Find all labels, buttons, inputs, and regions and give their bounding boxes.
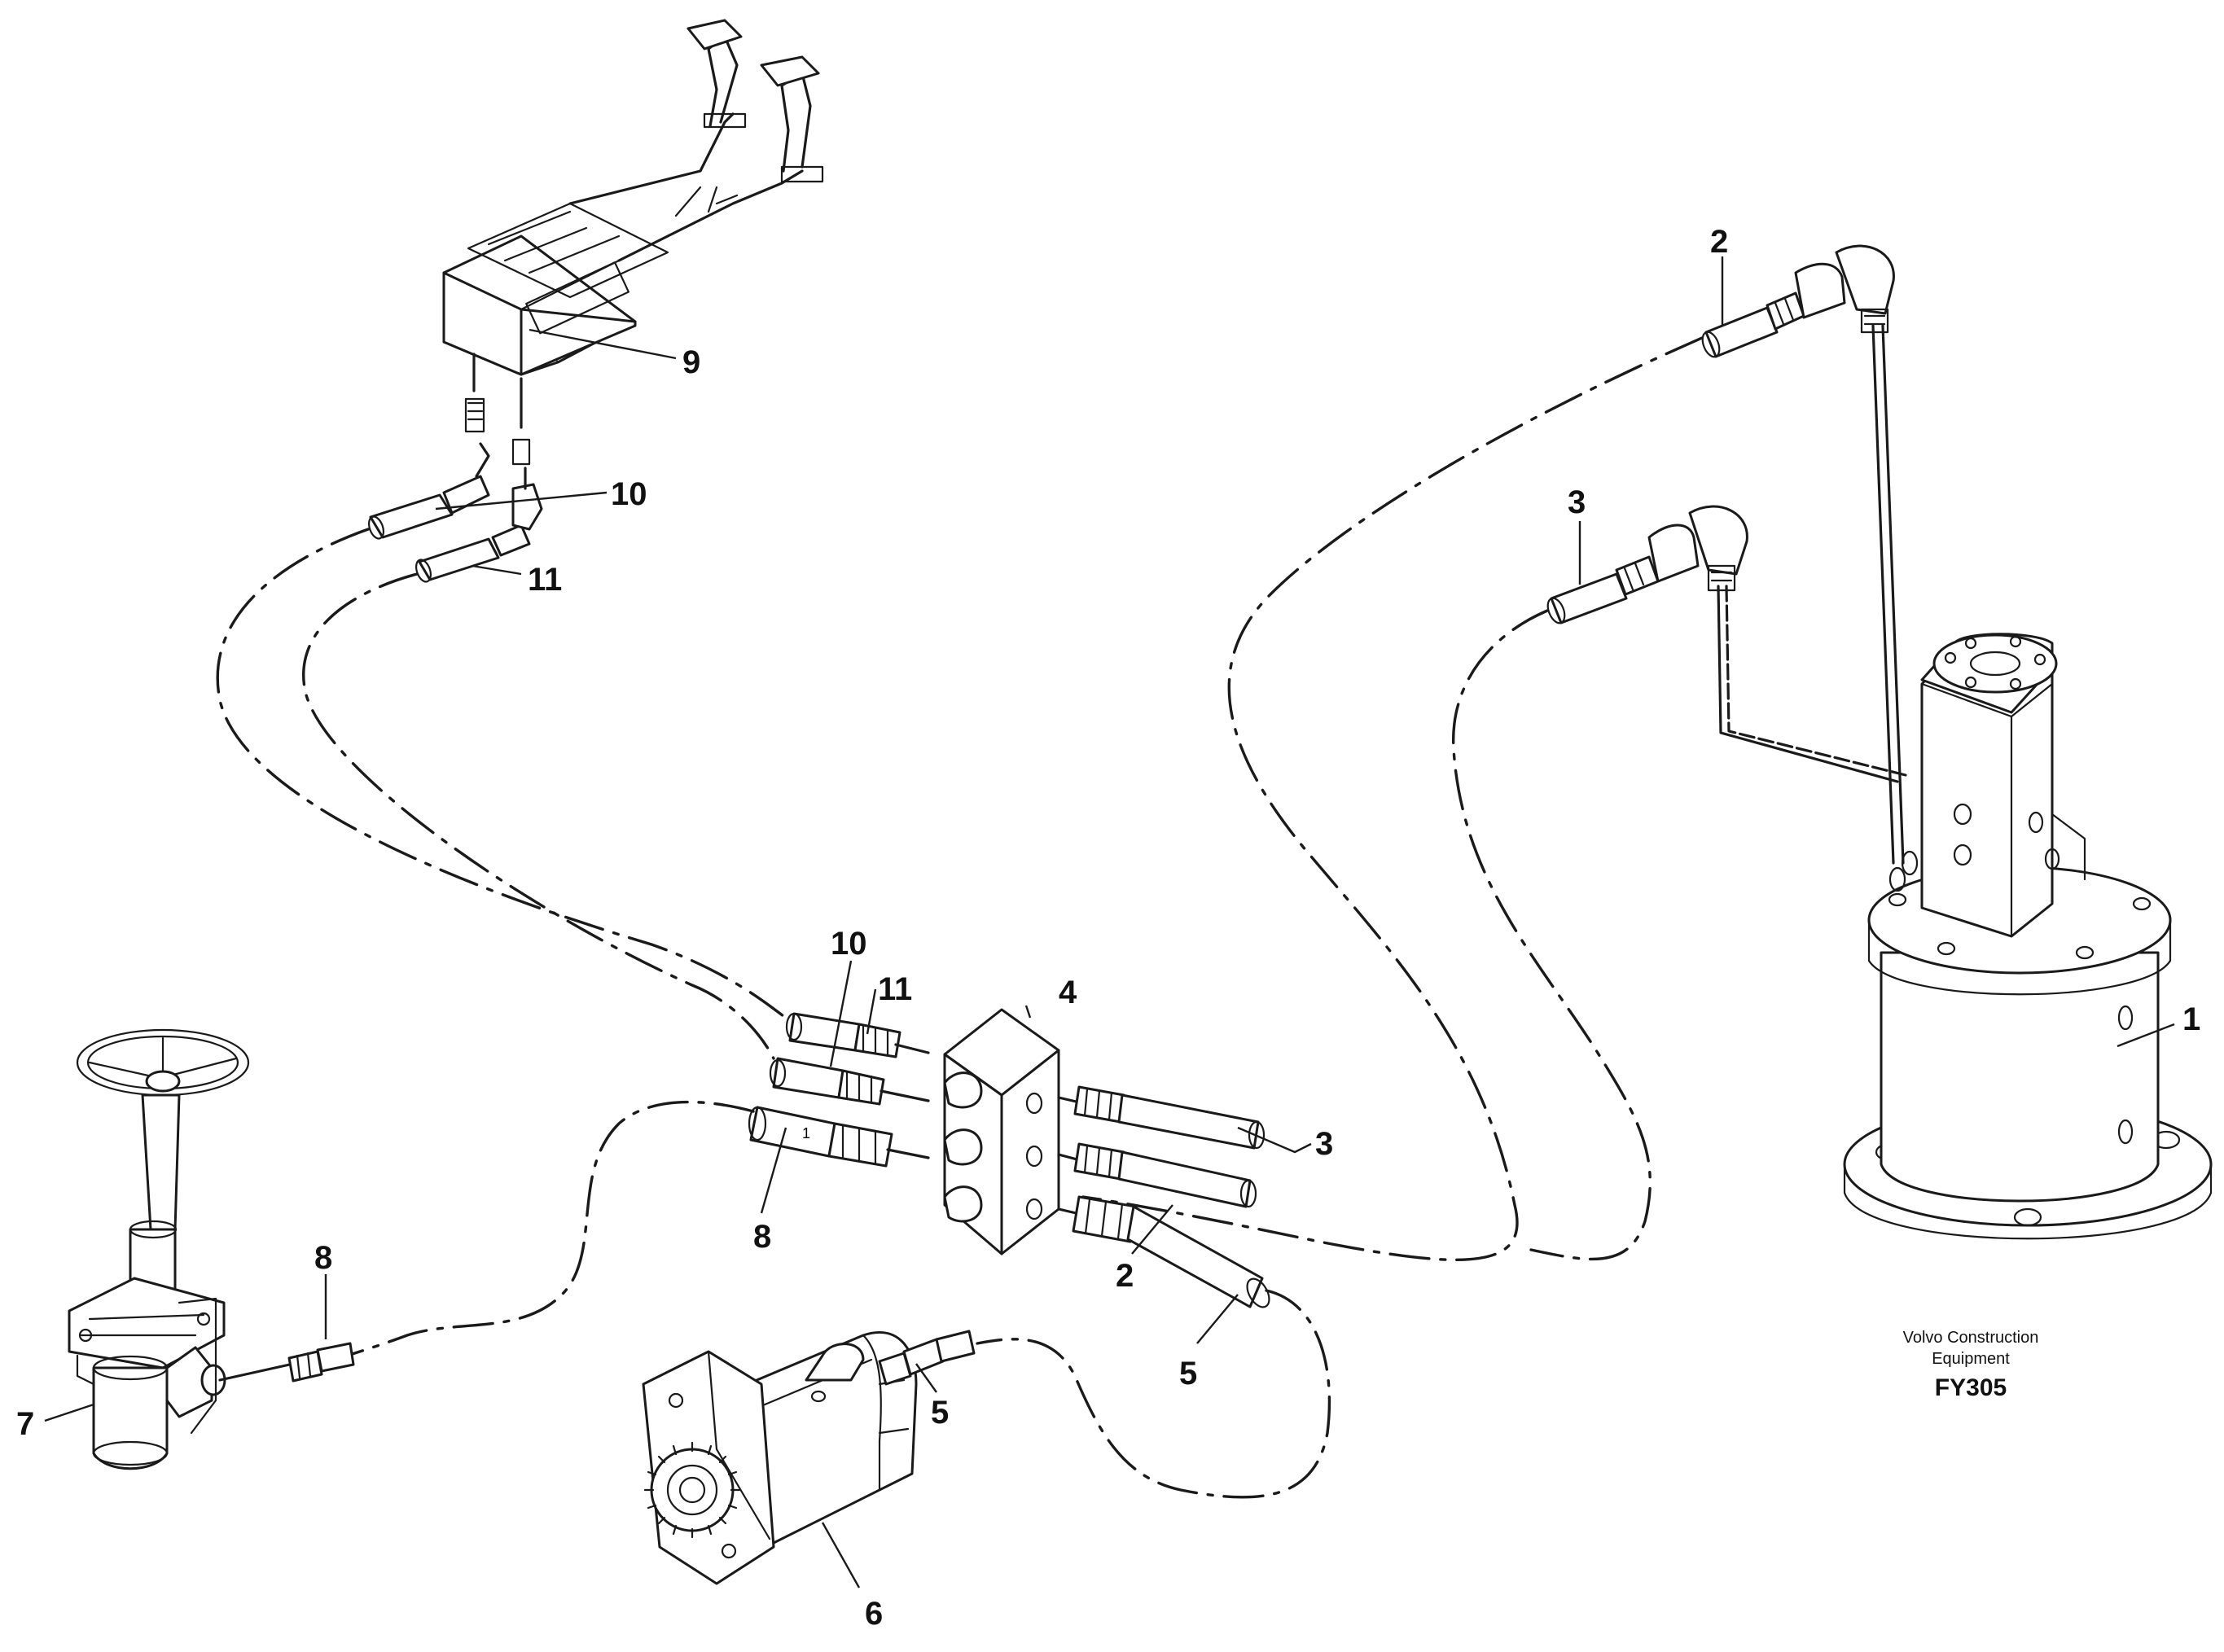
callout-10-top: 10 [611,476,647,512]
callout-6: 6 [865,1596,883,1632]
caption-maker-line-1: Volvo Construction [1902,1329,2039,1347]
callout-10-block: 10 [831,926,867,962]
drawing-caption: Volvo Construction Equipment FY305 [1865,1327,2077,1404]
control-block [943,1008,1060,1255]
steering-hose-end [287,1342,355,1383]
callout-8-column: 8 [314,1240,332,1276]
steering-column [68,1028,295,1470]
swivel-pipes [1717,324,1907,865]
pedal-valve-assembly [442,19,824,466]
hydraulic-hoses [216,336,1704,1499]
pedal-valve-hose-ends [367,442,543,583]
top-fitting-3 [1546,505,1748,624]
callout-8-block: 8 [753,1219,771,1255]
callout-2-block: 2 [1116,1258,1134,1294]
callout-labels: 1 2 3 9 10 11 10 11 4 8 3 2 5 5 6 7 8 [16,224,2200,1632]
callout-7: 7 [16,1406,34,1442]
swing-motor [642,1330,976,1585]
caption-maker-line-2: Equipment [1932,1350,2010,1368]
caption-drawing-code: FY305 [1934,1374,2007,1401]
block-left-connectors: 1 [748,1012,930,1168]
top-fitting-2 [1701,244,1895,358]
callout-11-top: 11 [528,562,562,598]
callout-3-block: 3 [1315,1126,1333,1162]
callout-leaders [44,256,2175,1588]
callout-5-block: 5 [1179,1356,1197,1391]
swivel-joint [1843,633,2213,1240]
callout-2-top: 2 [1710,224,1728,260]
callout-4: 4 [1059,975,1077,1010]
callout-1: 1 [2182,1001,2200,1037]
callout-5-motor: 5 [931,1395,949,1431]
callout-3-top: 3 [1568,484,1586,520]
callout-9: 9 [682,344,700,380]
callout-11-block: 11 [878,971,912,1007]
block-right-connectors [1057,1085,1270,1308]
svg-text:1: 1 [802,1125,810,1142]
